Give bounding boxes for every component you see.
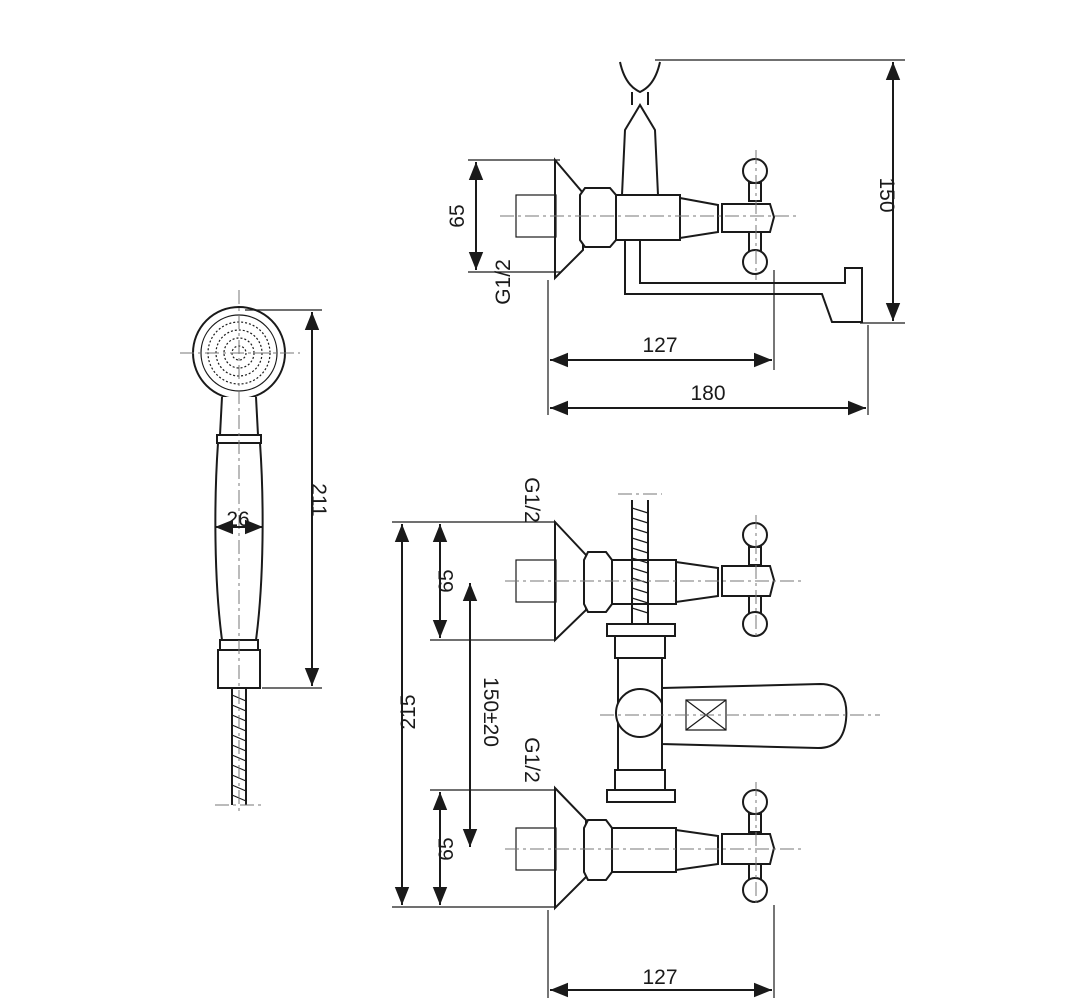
dim-front-inlet-top: 65	[435, 569, 458, 592]
front-view-mixer	[505, 493, 880, 911]
side-view-mixer	[500, 61, 863, 323]
dim-top-127: 127	[642, 334, 677, 357]
dim-handshower-26: 26	[226, 508, 249, 531]
dim-front-center-distance: 150±20	[479, 677, 502, 747]
hand-shower	[180, 290, 300, 815]
dim-front-thread-bottom: G1/2	[520, 737, 543, 783]
hand-shower-dimensions: 211 26	[215, 309, 330, 689]
dim-front-thread-top: G1/2	[520, 477, 543, 523]
dim-top-height: 150	[875, 177, 898, 212]
dim-front-inlet-bottom: 65	[435, 837, 458, 860]
dim-front-127: 127	[642, 966, 677, 989]
dim-top-180: 180	[690, 382, 725, 405]
front-view-dimensions: 215 65 65 150±20 G1/2 G1/2 127	[392, 477, 775, 998]
dim-handshower-211: 211	[307, 483, 330, 516]
dim-top-inlet: 65	[446, 204, 469, 227]
side-view-dimensions: 150 65 G1/2 127 180	[446, 59, 905, 416]
dim-top-thread: G1/2	[492, 259, 515, 305]
dim-front-215: 215	[397, 694, 420, 729]
